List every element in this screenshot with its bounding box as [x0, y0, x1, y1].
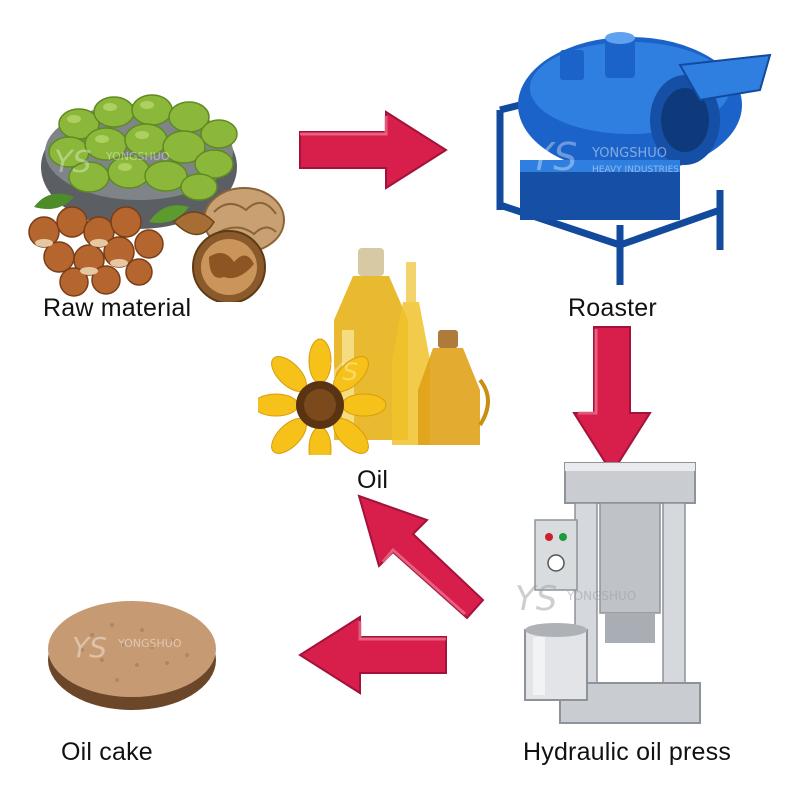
watermark-brand: YONGSHUO [566, 589, 636, 603]
roaster-label: Roaster [568, 294, 657, 322]
hydraulic-press-image: YS YONGSHUO [515, 462, 701, 724]
roaster-image: YS YONGSHUO HEAVY INDUSTRIES [496, 32, 772, 285]
arrow-press-to-oil [357, 494, 485, 620]
raw-material-image: YS YONGSHUO [28, 94, 285, 302]
watermark-brand: YONGSHUO [591, 146, 667, 161]
watermark-mark: YS [328, 358, 358, 386]
watermark-brand: YONGSHUO [117, 637, 182, 650]
oil-cake-image: YS YONGSHUO [48, 601, 216, 710]
oil-label: Oil [357, 466, 389, 494]
watermark-mark: YS [72, 631, 107, 664]
oil-image: YS [258, 248, 490, 455]
arrow-press-to-cake [298, 615, 447, 695]
watermark-brand: YONGSHUO [105, 150, 170, 163]
watermark-sub: HEAVY INDUSTRIES [592, 165, 679, 175]
hydraulic-press-label: Hydraulic oil press [523, 738, 732, 766]
oil-cake-label: Oil cake [61, 738, 153, 766]
arrow-raw-to-roaster [299, 110, 448, 190]
arrow-roaster-to-press [572, 326, 652, 475]
watermark-mark: YS [530, 135, 577, 179]
watermark-mark: YS [515, 579, 557, 619]
raw-material-label: Raw material [43, 294, 192, 322]
watermark-mark: YS [54, 145, 91, 180]
